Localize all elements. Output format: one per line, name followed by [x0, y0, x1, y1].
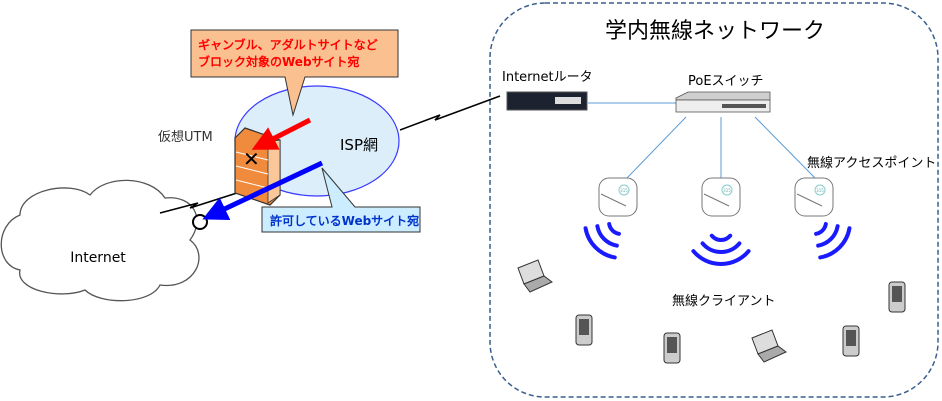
switch-ap-links: [626, 116, 816, 179]
ap-badge: 315: [816, 188, 824, 193]
wifi-wave-icon: [595, 224, 619, 248]
laptop-icon: [751, 329, 787, 363]
block-x-icon: ✕: [243, 147, 260, 171]
router-icon: [506, 91, 588, 111]
virtual-utm-label: 仮想UTM: [158, 129, 213, 145]
allowed-callout: 許可しているWebサイト宛: [261, 167, 421, 233]
wifi-wave-icon: [814, 222, 828, 236]
wifi-wave-icon: [691, 249, 751, 266]
wifi-wave-icon: [818, 226, 852, 260]
wifi-wave-icon: [709, 233, 733, 242]
blocked-arrow: [251, 117, 312, 150]
allowed-circle-icon: [192, 214, 208, 230]
smartphone-icon: [663, 332, 681, 364]
access-point-label: 無線アクセスポイント: [807, 155, 936, 171]
allowed-callout-text: 許可しているWebサイト宛: [270, 213, 419, 228]
smartphone-icon: [575, 314, 593, 346]
blocked-callout-line1: ギャンブル、アダルトサイトなど: [198, 37, 378, 52]
ap-badge: 315: [620, 188, 628, 193]
access-point-icon: 315: [598, 177, 638, 217]
wifi-wave-icon: [700, 241, 742, 254]
poe-switch-label: PoEスイッチ: [688, 74, 764, 89]
access-point-icon: 315: [794, 177, 834, 217]
router-label: Internetルータ: [502, 70, 593, 85]
internet-cloud: Internet: [0, 179, 200, 302]
isp-label: ISP網: [340, 136, 378, 154]
smartphone-icon: [888, 281, 906, 313]
access-point-icon: 315: [701, 177, 741, 217]
wifi-wave-icon: [583, 226, 617, 260]
poe-switch-icon: [675, 91, 771, 113]
laptop-icon: [517, 259, 553, 293]
wifi-wave-icon: [607, 222, 621, 236]
wifi-wave-icon: [816, 224, 840, 248]
smartphone-icon: [842, 325, 860, 357]
clients-label: 無線クライアント: [672, 293, 775, 309]
allowed-arrow: [202, 160, 324, 221]
ap-badge: 315: [723, 188, 731, 193]
internet-label: Internet: [70, 250, 126, 266]
network-title: 学内無線ネットワーク: [605, 19, 825, 44]
blocked-callout-line2: ブロック対象のWebサイト宛: [198, 54, 360, 69]
blocked-callout: ギャンブル、アダルトサイトなど ブロック対象のWebサイト宛: [190, 29, 399, 117]
